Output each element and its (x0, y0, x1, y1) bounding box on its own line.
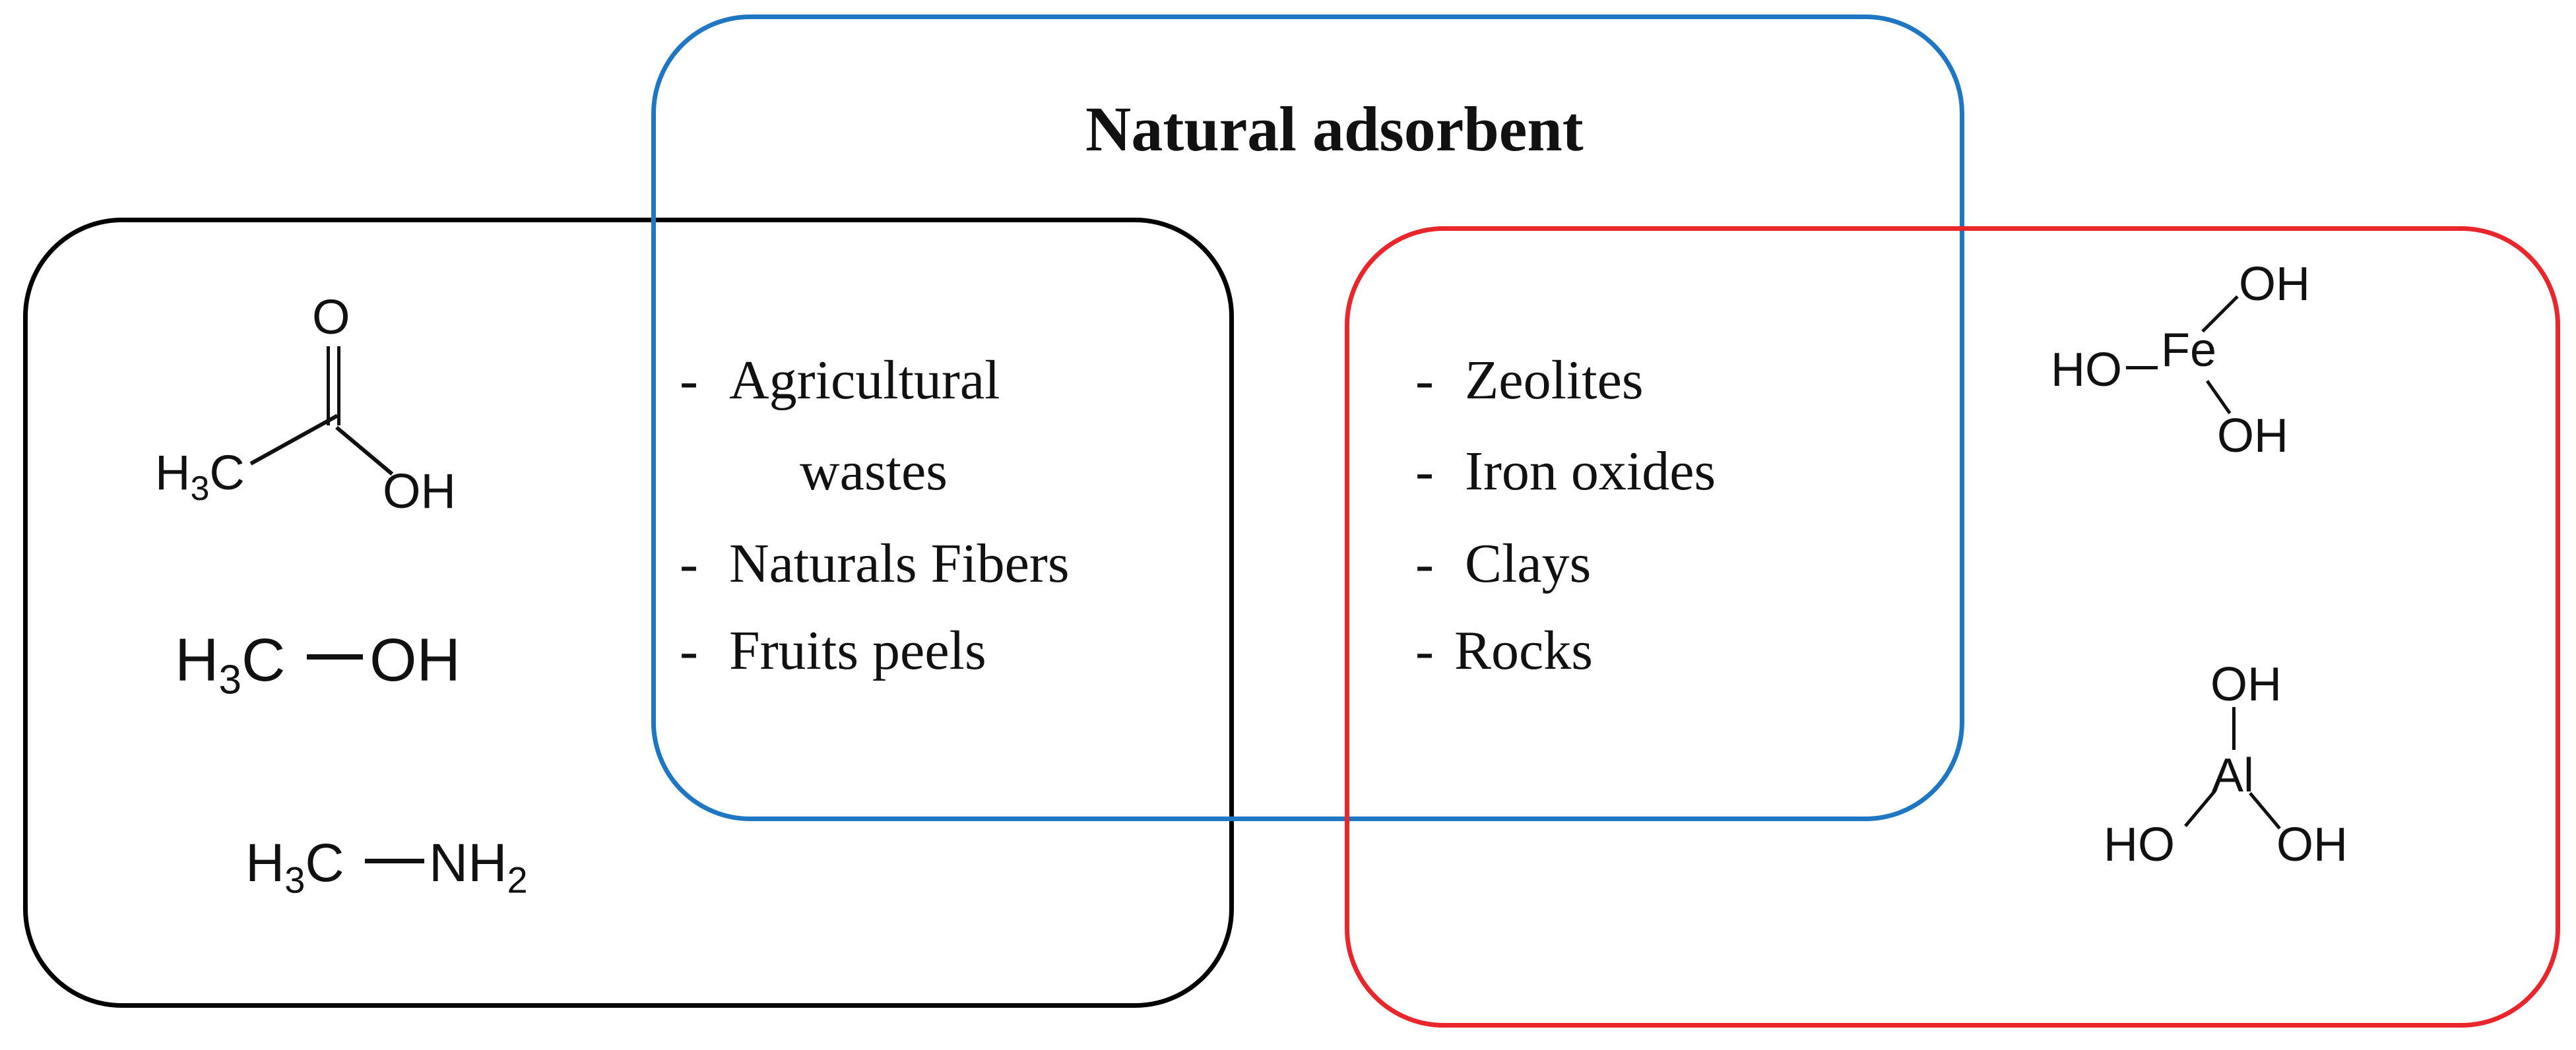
oh-right-label: OH (2276, 818, 2348, 871)
list-item-label: Agricultural (728, 350, 1000, 411)
c-o-bond (307, 654, 363, 660)
list-item-label: Naturals Fibers (728, 533, 1070, 594)
list-item-label: Zeolites (1464, 350, 1644, 411)
list-dash: - (680, 350, 698, 411)
c-n-bond (365, 859, 424, 863)
diagram-title: Natural adsorbent (1085, 94, 1584, 164)
list-dash: - (1415, 620, 1434, 681)
oh-left-label: HO (2104, 818, 2175, 871)
list-dash: - (1415, 350, 1434, 411)
inorganic-compounds-box (1345, 226, 2560, 1028)
oh-bottom-label: OH (2217, 410, 2288, 462)
aluminium-label: Al (2212, 749, 2255, 802)
list-item-label: wastes (800, 441, 948, 502)
list-item-label: Clays (1464, 533, 1592, 594)
list-item: - Fruits peels (680, 623, 986, 679)
list-item-label: Iron oxides (1464, 441, 1716, 502)
natural-adsorbent-box (651, 15, 1964, 821)
list-item: - Zeolites (1415, 353, 1644, 408)
double-bond-line-1 (327, 346, 330, 425)
list-dash: - (680, 620, 698, 681)
hydroxyl-label: OH (370, 627, 461, 694)
fe-oh-left-bond (2126, 366, 2158, 369)
methyl-label: H3C (155, 445, 245, 508)
list-item: - Agricultural (680, 353, 1000, 408)
iron-label: Fe (2161, 324, 2217, 377)
list-item: - Clays (1415, 536, 1591, 592)
al-oh-top-bond (2232, 707, 2236, 750)
list-item: - Naturals Fibers (680, 536, 1070, 592)
list-item-label: Fruits peels (728, 620, 986, 681)
hydroxyl-label: OH (383, 464, 456, 518)
list-item: - Rocks (1415, 623, 1593, 679)
list-dash: - (1415, 441, 1434, 502)
carbonyl-oxygen-label: O (312, 290, 350, 344)
oh-top-label: OH (2239, 258, 2310, 311)
list-dash: - (1415, 533, 1434, 594)
oh-top-label: OH (2210, 658, 2282, 711)
methyl-label: H3C (175, 627, 286, 703)
list-dash: - (680, 533, 698, 594)
methyl-label: H3C (245, 833, 344, 901)
oh-left-label: HO (2051, 344, 2122, 396)
list-item: - Iron oxides (1415, 444, 1716, 499)
organic-compounds-box (23, 218, 1234, 1008)
double-bond-line-2 (337, 346, 340, 425)
list-item: wastes (800, 444, 948, 499)
list-item-label: Rocks (1454, 620, 1593, 681)
amine-label: NH2 (429, 833, 528, 901)
